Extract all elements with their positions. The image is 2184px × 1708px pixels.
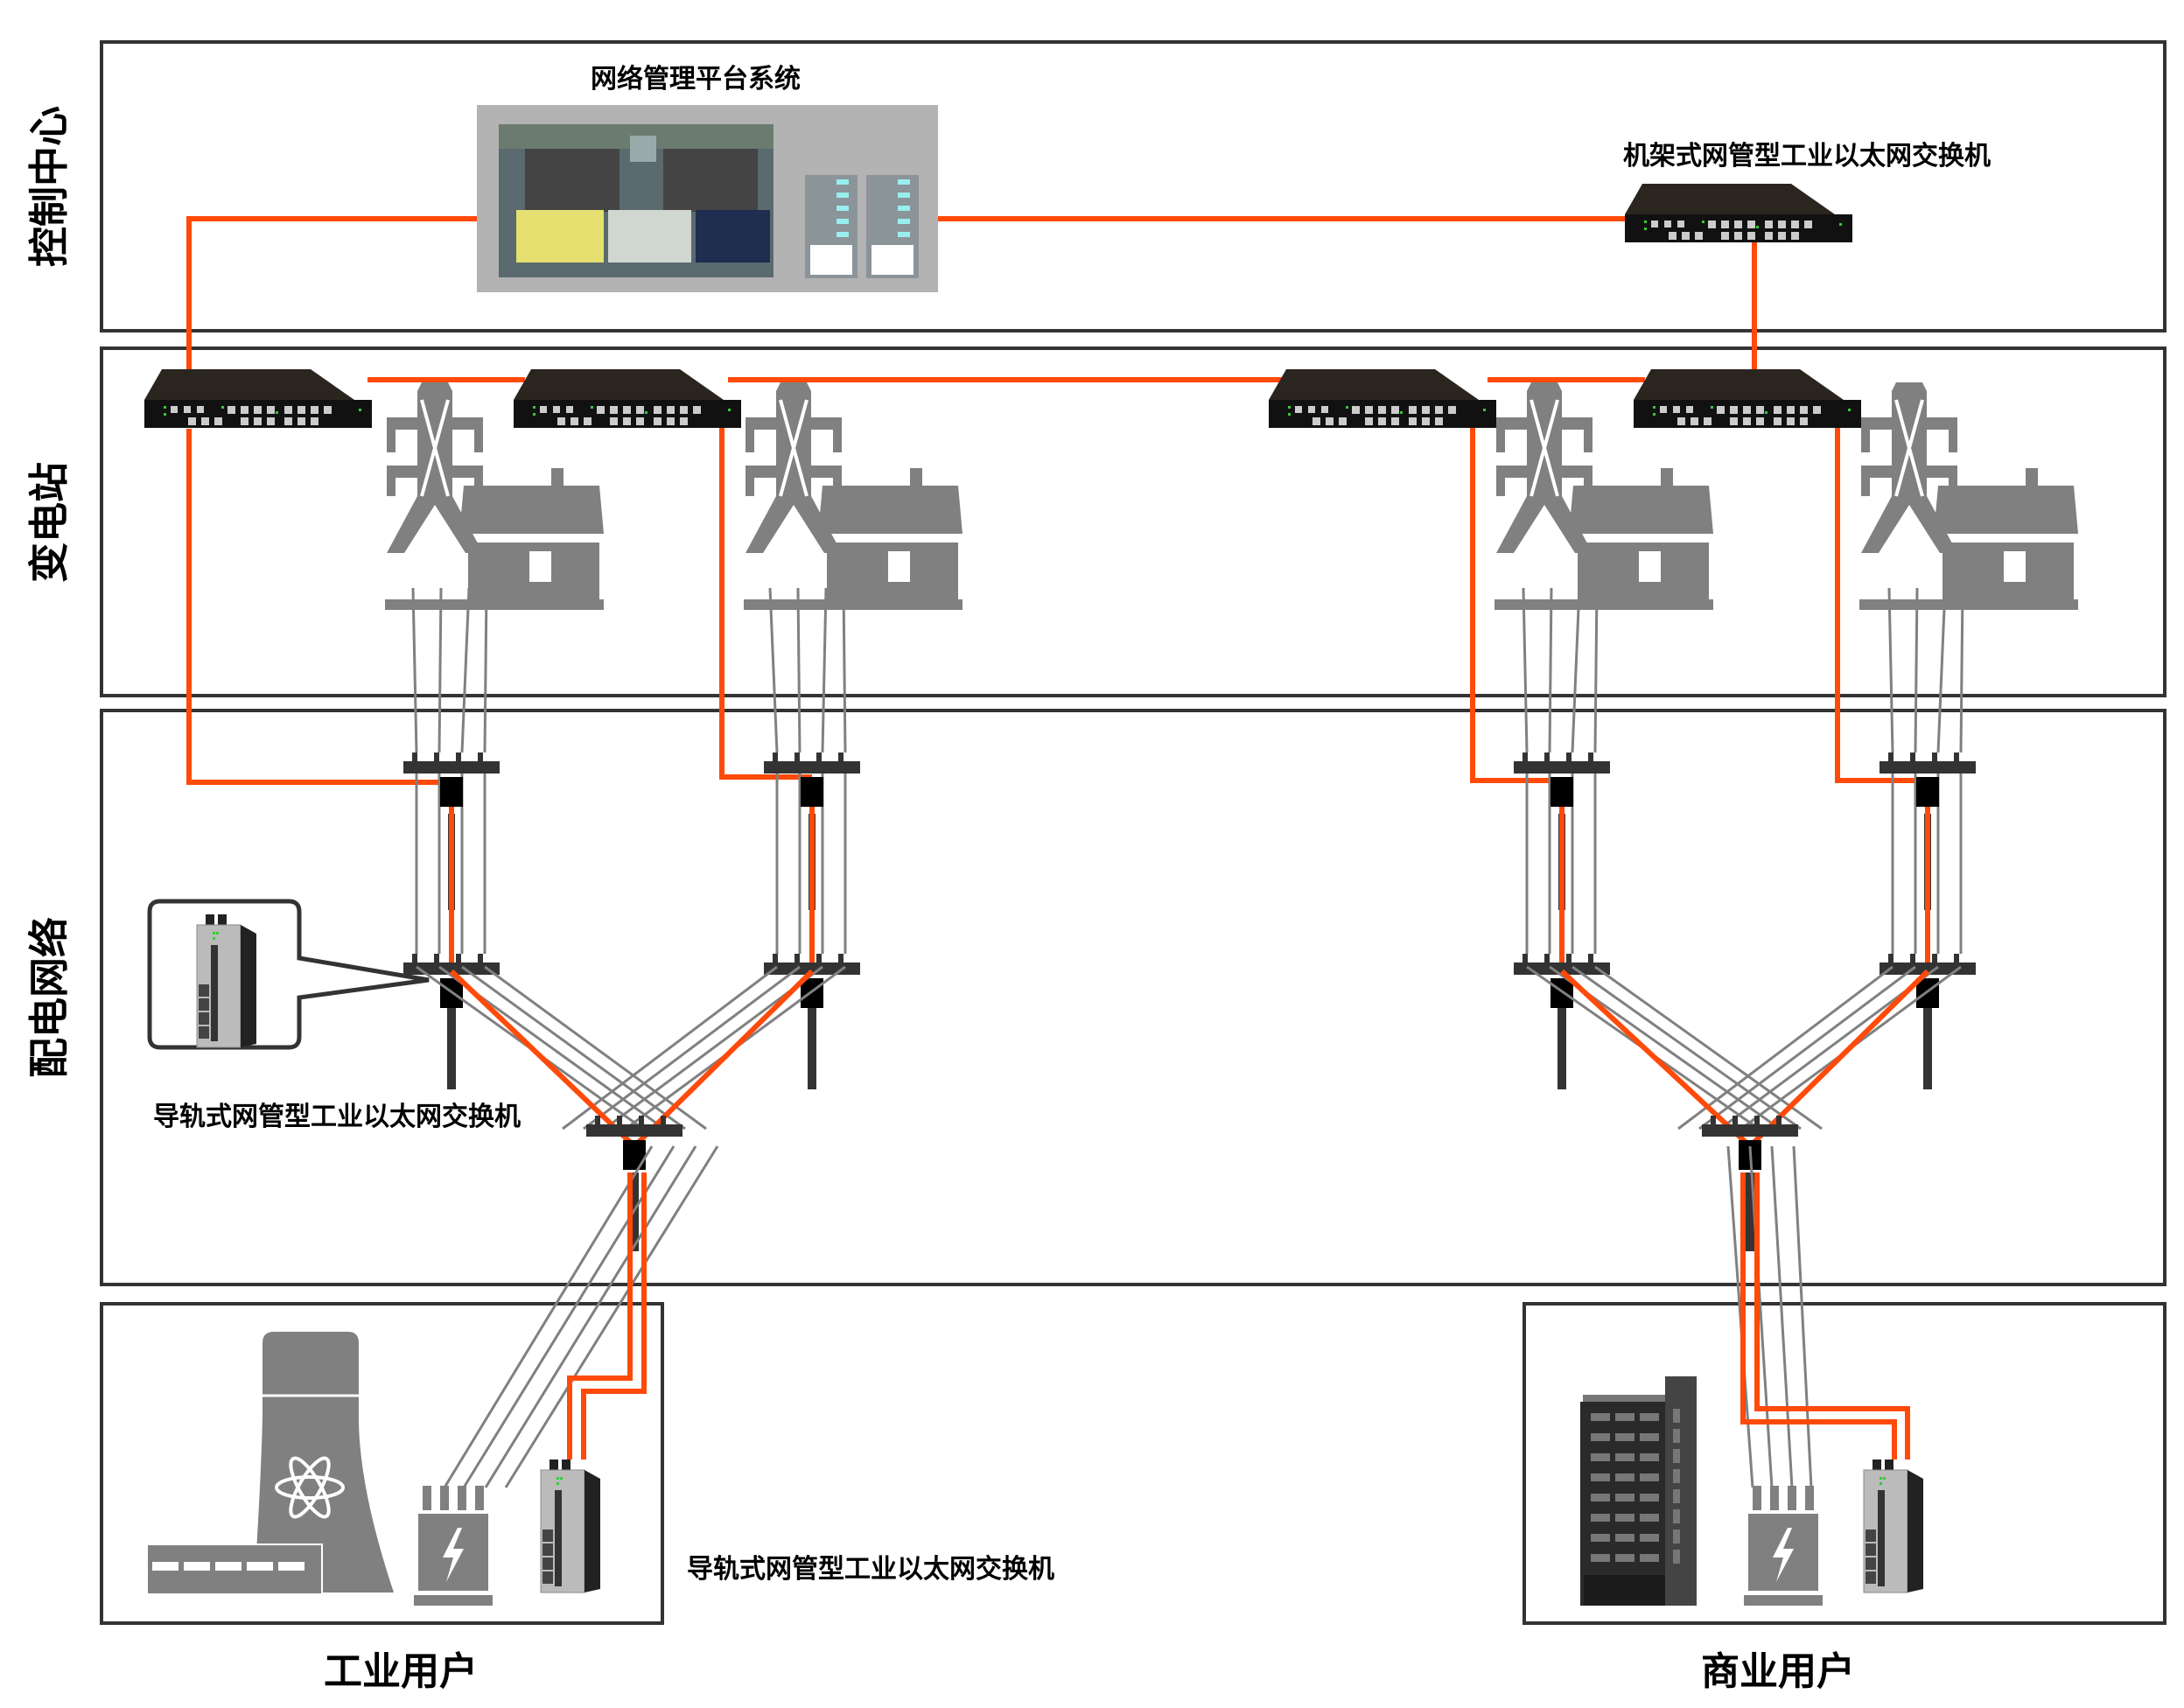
power-line	[504, 1145, 719, 1488]
building-window	[1615, 1514, 1634, 1522]
building-window	[1591, 1534, 1610, 1542]
power-line	[461, 965, 686, 1130]
power-line	[842, 587, 847, 753]
building-window	[1673, 1449, 1680, 1463]
nms-platform-label: 网络管理平台系统	[591, 64, 801, 94]
power-line	[1792, 1145, 1813, 1488]
building-window	[1640, 1494, 1659, 1502]
building-window	[1640, 1474, 1659, 1481]
din-switch-commercial	[1863, 1459, 1924, 1593]
building-window	[1591, 1514, 1610, 1522]
label-substation: 变电站	[25, 462, 73, 583]
building-window	[1615, 1474, 1634, 1481]
power-line	[484, 1145, 697, 1488]
power-line	[1959, 587, 1964, 753]
building-window	[1615, 1554, 1634, 1562]
building-window	[1640, 1433, 1659, 1441]
building-window	[1591, 1453, 1610, 1461]
power-line	[562, 965, 778, 1130]
building-window	[1640, 1514, 1659, 1522]
nuclear-plant-icon	[146, 1332, 394, 1595]
office-building-icon	[1580, 1376, 1697, 1606]
power-line	[768, 587, 779, 753]
building-window	[1673, 1550, 1680, 1564]
building-window	[1591, 1494, 1610, 1502]
power-line	[1522, 587, 1529, 753]
power-line	[460, 587, 471, 753]
label-control-center: 控制中心	[25, 106, 73, 267]
distribution-network	[403, 587, 1976, 1488]
building-window	[1640, 1453, 1659, 1461]
building-window	[1615, 1413, 1634, 1421]
nms-platform	[477, 105, 938, 292]
fiber-links	[186, 216, 1928, 785]
power-line	[1770, 1145, 1794, 1488]
power-line	[583, 965, 801, 1130]
building-window	[1591, 1413, 1610, 1421]
building-window	[1591, 1433, 1610, 1441]
power-line	[1593, 587, 1599, 753]
building-window	[1615, 1433, 1634, 1441]
fiber-line	[1754, 1172, 1910, 1460]
power-line	[1936, 587, 1947, 753]
building-window	[1640, 1554, 1659, 1562]
industrial-user-label: 工业用户	[324, 1649, 478, 1694]
building-window	[1673, 1469, 1680, 1483]
building-window	[1615, 1494, 1634, 1502]
power-line	[483, 587, 488, 753]
power-line	[1914, 587, 1919, 753]
power-line	[443, 1145, 654, 1488]
power-line	[484, 965, 707, 1130]
power-line	[1548, 587, 1553, 753]
building-window	[1615, 1453, 1634, 1461]
power-line	[1887, 587, 1894, 753]
din-switch-industrial	[540, 1459, 601, 1593]
building-window	[1591, 1554, 1610, 1562]
power-line	[1571, 587, 1581, 753]
power-line	[1677, 965, 1894, 1130]
power-line	[438, 587, 443, 753]
building-window	[1673, 1509, 1680, 1523]
building-window	[1673, 1530, 1680, 1544]
power-line	[821, 587, 828, 753]
zone-control-center	[100, 40, 2166, 332]
power-line	[411, 587, 418, 753]
building-window	[1640, 1534, 1659, 1542]
building-window	[1615, 1534, 1634, 1542]
building-window	[1591, 1474, 1610, 1481]
din-switch-user-label: 导轨式网管型工业以太网交换机	[687, 1554, 1054, 1585]
building-window	[1673, 1429, 1680, 1443]
power-line	[1748, 1145, 1774, 1488]
din-switch-callout	[147, 899, 430, 1050]
rack-switch-label: 机架式网管型工业以太网交换机	[1623, 141, 1991, 172]
power-line	[1698, 965, 1916, 1130]
power-line	[1594, 965, 1823, 1130]
commercial-user-label: 商业用户	[1701, 1649, 1855, 1694]
label-distribution: 配电网络	[25, 917, 73, 1078]
power-line	[796, 587, 802, 753]
power-line	[1572, 965, 1802, 1130]
din-switch-callout-label: 导轨式网管型工业以太网交换机	[153, 1102, 521, 1132]
fiber-line	[567, 1172, 633, 1460]
power-line	[462, 1145, 676, 1488]
fiber-line	[1740, 1172, 1897, 1460]
building-window	[1673, 1409, 1680, 1423]
fiber-line	[581, 1172, 647, 1460]
zone-distribution	[100, 709, 2166, 1286]
building-window	[1640, 1413, 1659, 1421]
building-window	[1673, 1489, 1680, 1503]
